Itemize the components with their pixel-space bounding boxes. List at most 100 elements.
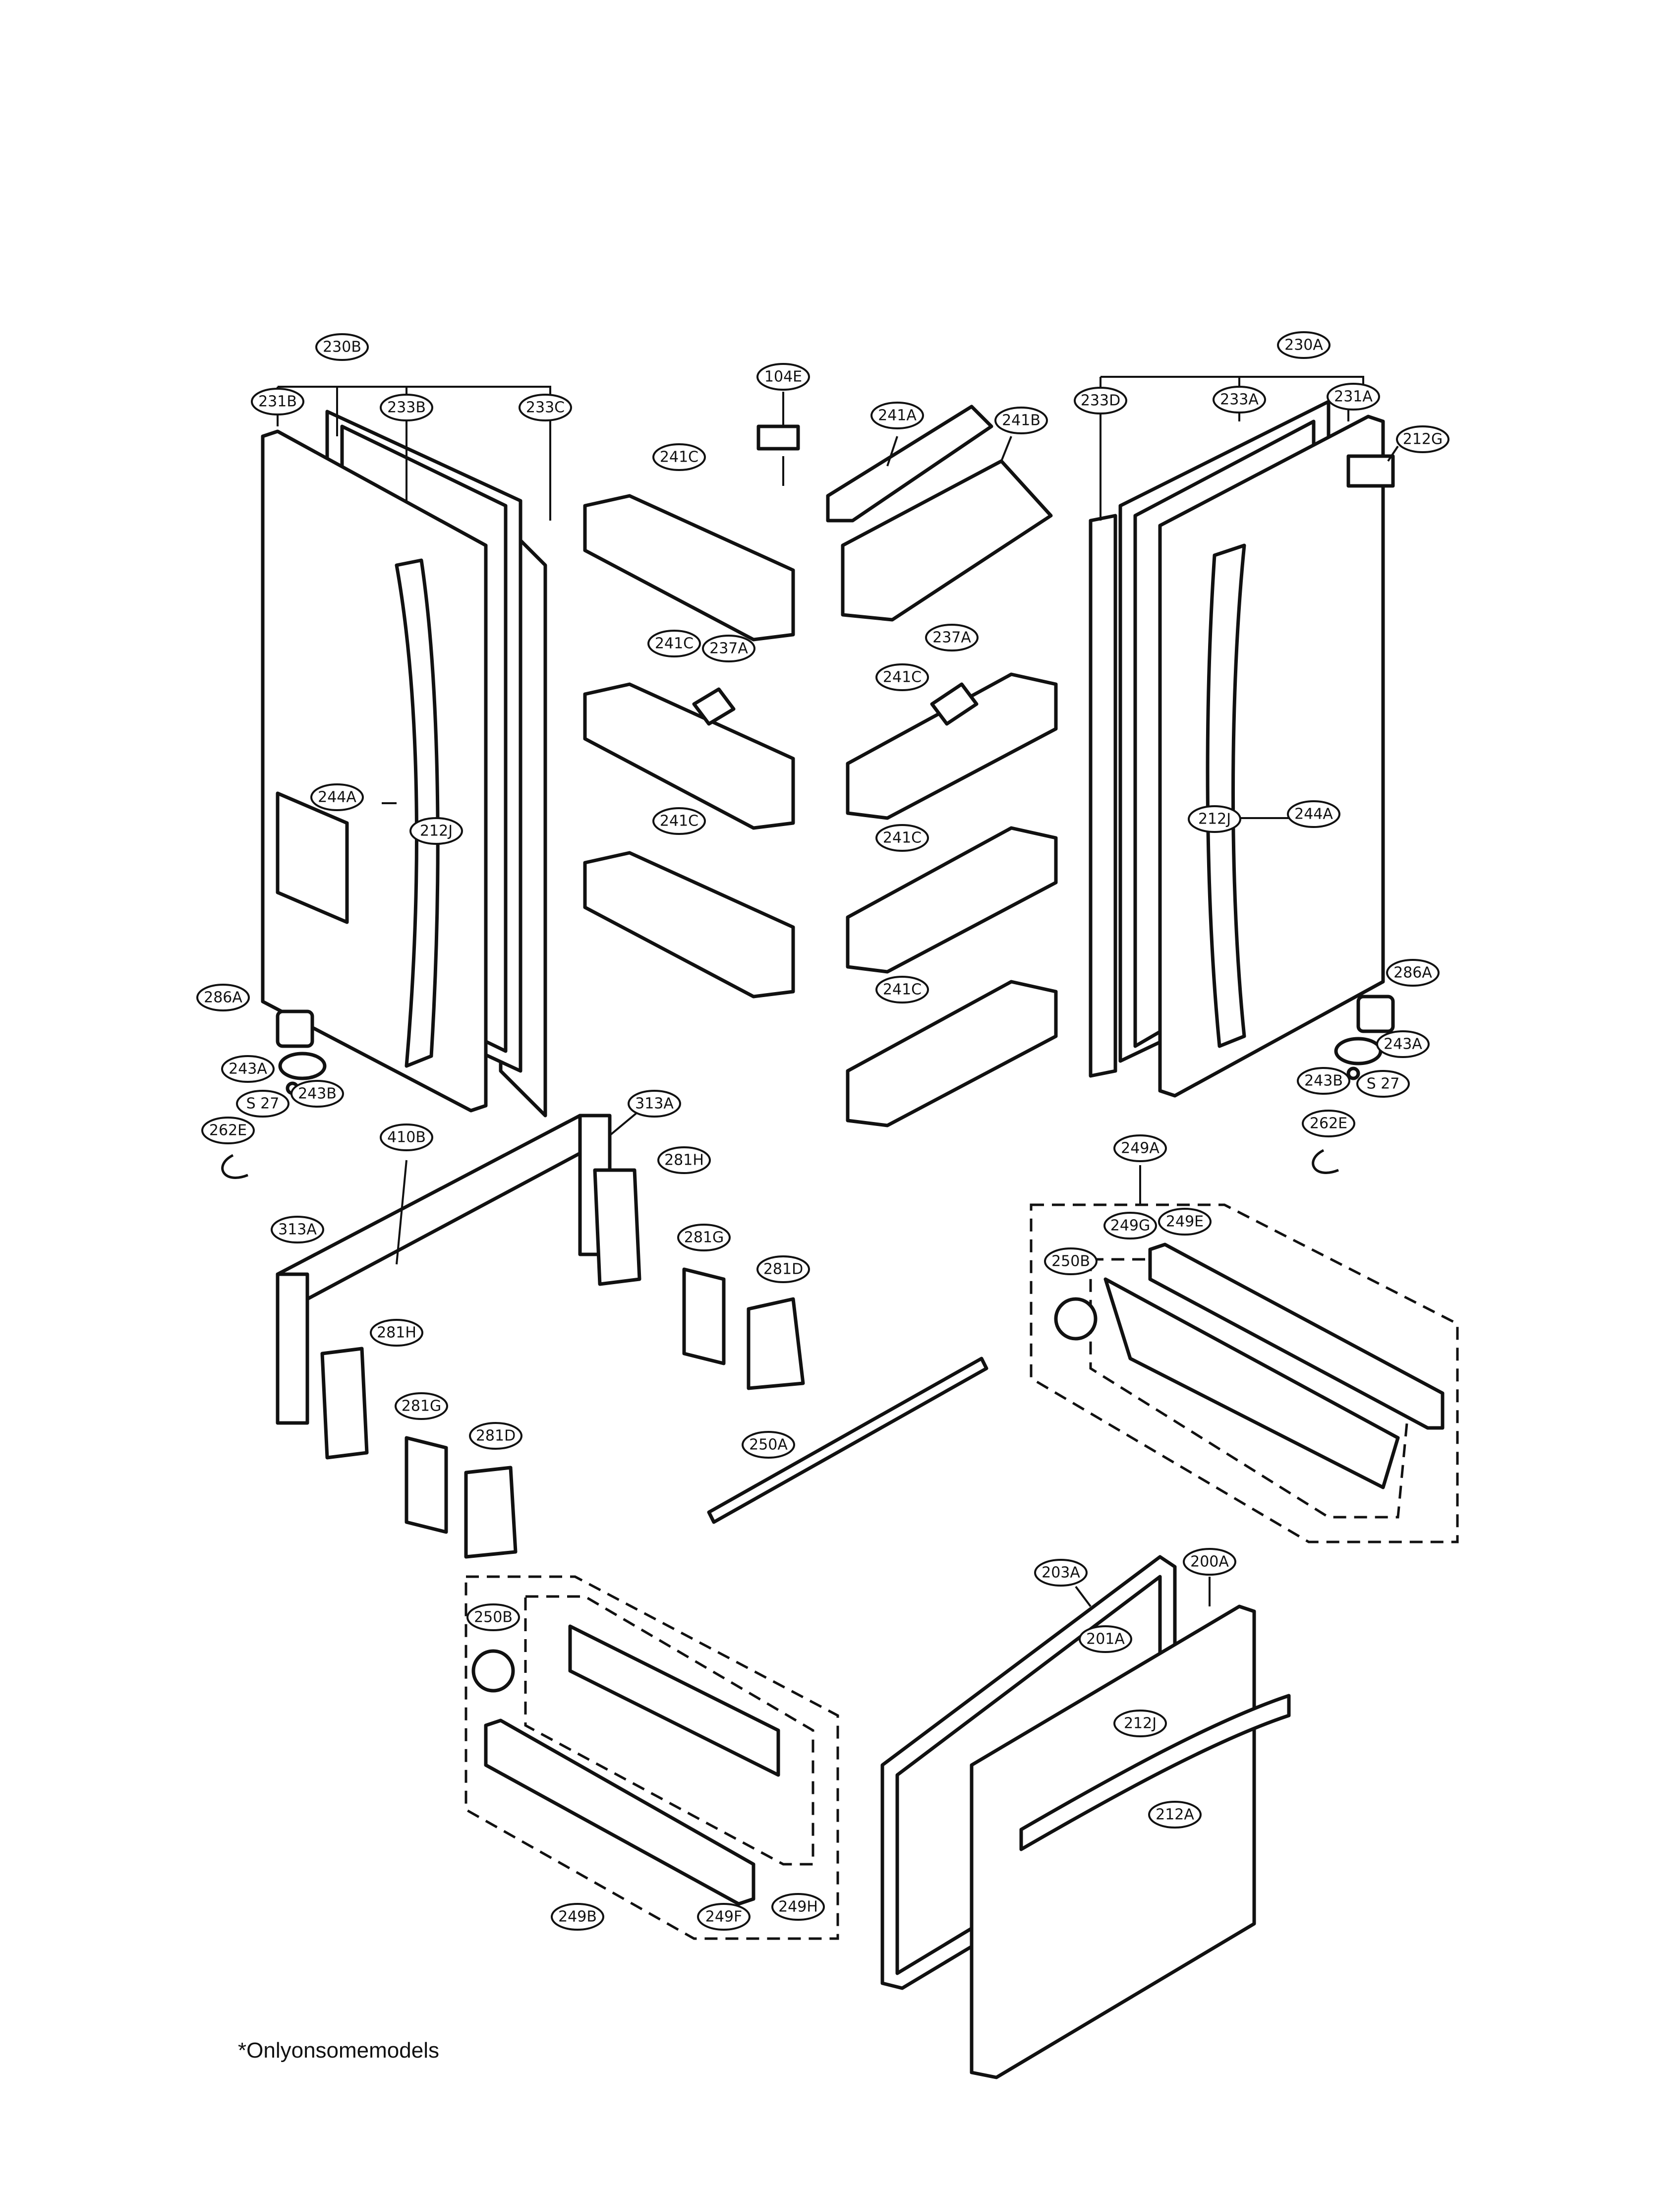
right-door-seal-233d xyxy=(1089,514,1117,1078)
right-hinge-243a xyxy=(1334,1037,1383,1065)
svg-text:212J: 212J xyxy=(420,823,453,840)
rail-249h xyxy=(568,1624,780,1777)
callout-250b-1: 250B xyxy=(1044,1247,1098,1275)
callout-281d-1: 281D xyxy=(756,1255,810,1283)
svg-text:S 27: S 27 xyxy=(246,1095,280,1113)
callout-313a-2: 313A xyxy=(271,1216,324,1243)
cover-281g-right xyxy=(682,1267,726,1365)
callout-212j-2: 212J xyxy=(1188,805,1241,833)
rail-kit-249a xyxy=(1030,1203,1459,1543)
callout-243b-2: 243B xyxy=(1297,1067,1350,1095)
svg-text:241C: 241C xyxy=(883,829,922,847)
callout-286a-1: 286A xyxy=(196,984,250,1011)
callout-212a: 212A xyxy=(1148,1801,1202,1829)
kit-249a-outline xyxy=(1030,1203,1459,1543)
bin-cover-241a xyxy=(826,405,993,523)
svg-text:281D: 281D xyxy=(476,1427,516,1445)
egg-tray-237a-right xyxy=(930,682,979,726)
bin-241c-left-1 xyxy=(583,494,795,642)
svg-text:249A: 249A xyxy=(1121,1140,1159,1157)
right-door-handle-212j xyxy=(1206,543,1246,1048)
freezer-drawer-door xyxy=(880,1555,1291,2079)
svg-text:212G: 212G xyxy=(1403,431,1443,448)
bin-241c-left-2 xyxy=(583,682,795,830)
callout-237a-1: 237A xyxy=(702,635,755,662)
svg-text:231B: 231B xyxy=(258,393,297,411)
svg-text:243B: 243B xyxy=(298,1085,337,1103)
callout-249e: 249E xyxy=(1158,1208,1212,1236)
bin-241b xyxy=(841,459,1053,622)
callout-241c-4: 241C xyxy=(652,807,706,835)
callout-281h-2: 281H xyxy=(370,1319,423,1347)
callout-233b: 233B xyxy=(380,394,433,421)
callout-313a-1: 313A xyxy=(628,1090,681,1118)
callout-203a: 203A xyxy=(1034,1559,1088,1587)
bin-241c-right-1 xyxy=(846,672,1058,820)
egg-tray-237a-left xyxy=(692,687,736,726)
svg-text:250A: 250A xyxy=(749,1436,788,1454)
callout-104e: 104E xyxy=(756,363,810,391)
svg-text:244A: 244A xyxy=(1294,806,1333,823)
svg-text:281G: 281G xyxy=(402,1398,442,1415)
callout-241a: 241A xyxy=(870,402,924,429)
callout-286a-2: 286A xyxy=(1386,959,1440,987)
callout-212j-1: 212J xyxy=(409,817,463,845)
svg-text:249E: 249E xyxy=(1166,1213,1204,1231)
svg-text:250B: 250B xyxy=(1051,1253,1090,1270)
kit-249h-outline xyxy=(524,1595,814,1866)
bin-241c-right-3 xyxy=(846,980,1058,1127)
svg-text:286A: 286A xyxy=(1393,964,1432,982)
callout-249b: 249B xyxy=(551,1903,604,1931)
svg-text:281H: 281H xyxy=(664,1152,704,1169)
left-clip-262e xyxy=(221,1154,248,1179)
rail-bracket-313a-left xyxy=(276,1272,309,1425)
callout-249a: 249A xyxy=(1113,1134,1167,1162)
callout-230a: 230A xyxy=(1277,331,1331,359)
callout-s27-1: S 27 xyxy=(236,1090,290,1118)
bin-241c-right-2 xyxy=(846,826,1058,974)
svg-text:243A: 243A xyxy=(229,1061,267,1078)
svg-text:231A: 231A xyxy=(1334,388,1373,406)
callout-230b: 230B xyxy=(315,333,369,361)
callout-243a-1: 243A xyxy=(221,1055,275,1083)
right-hinge-286a xyxy=(1356,995,1395,1033)
callout-200a: 200A xyxy=(1183,1548,1236,1576)
callout-410b: 410B xyxy=(380,1123,433,1151)
gear-250b-left xyxy=(471,1649,515,1693)
right-clip-262e xyxy=(1312,1149,1339,1174)
svg-text:249H: 249H xyxy=(778,1898,818,1916)
callout-249h: 249H xyxy=(771,1893,825,1921)
callout-241c-5: 241C xyxy=(875,824,929,852)
callout-233d: 233D xyxy=(1074,387,1127,414)
callout-241c-1: 241C xyxy=(652,443,706,471)
callout-243a-2: 243A xyxy=(1376,1030,1430,1058)
left-door-panel xyxy=(261,429,488,1113)
svg-text:233C: 233C xyxy=(526,399,565,416)
callout-281h-1: 281H xyxy=(657,1146,711,1174)
svg-text:233D: 233D xyxy=(1081,392,1120,410)
svg-text:281H: 281H xyxy=(377,1324,416,1342)
svg-text:241B: 241B xyxy=(1002,412,1041,429)
footnote: *Onlyonsomemodels xyxy=(238,2038,439,2063)
right-door-panel xyxy=(1158,414,1385,1098)
svg-text:281G: 281G xyxy=(684,1229,724,1246)
slide-281h-left xyxy=(320,1347,369,1460)
svg-text:212J: 212J xyxy=(1198,811,1231,828)
svg-text:249B: 249B xyxy=(558,1908,597,1926)
callout-244a-2: 244A xyxy=(1287,800,1340,828)
svg-text:200A: 200A xyxy=(1190,1553,1229,1571)
cover-281d-left xyxy=(464,1466,518,1559)
svg-text:241A: 241A xyxy=(878,407,917,424)
svg-text:241C: 241C xyxy=(883,981,922,999)
left-door-handle-212j xyxy=(395,558,440,1068)
callout-281g-2: 281G xyxy=(395,1392,448,1420)
drawer-handle-212a xyxy=(1019,1694,1291,1851)
svg-text:104E: 104E xyxy=(764,368,802,386)
callout-s27-2: S 27 xyxy=(1356,1070,1410,1098)
left-hinge-286a xyxy=(276,1009,314,1048)
svg-text:243A: 243A xyxy=(1384,1036,1422,1053)
callout-241c-3: 241C xyxy=(875,663,929,691)
rail-249g xyxy=(1103,1277,1400,1489)
callout-233a: 233A xyxy=(1213,386,1266,414)
svg-text:262E: 262E xyxy=(1310,1115,1347,1132)
